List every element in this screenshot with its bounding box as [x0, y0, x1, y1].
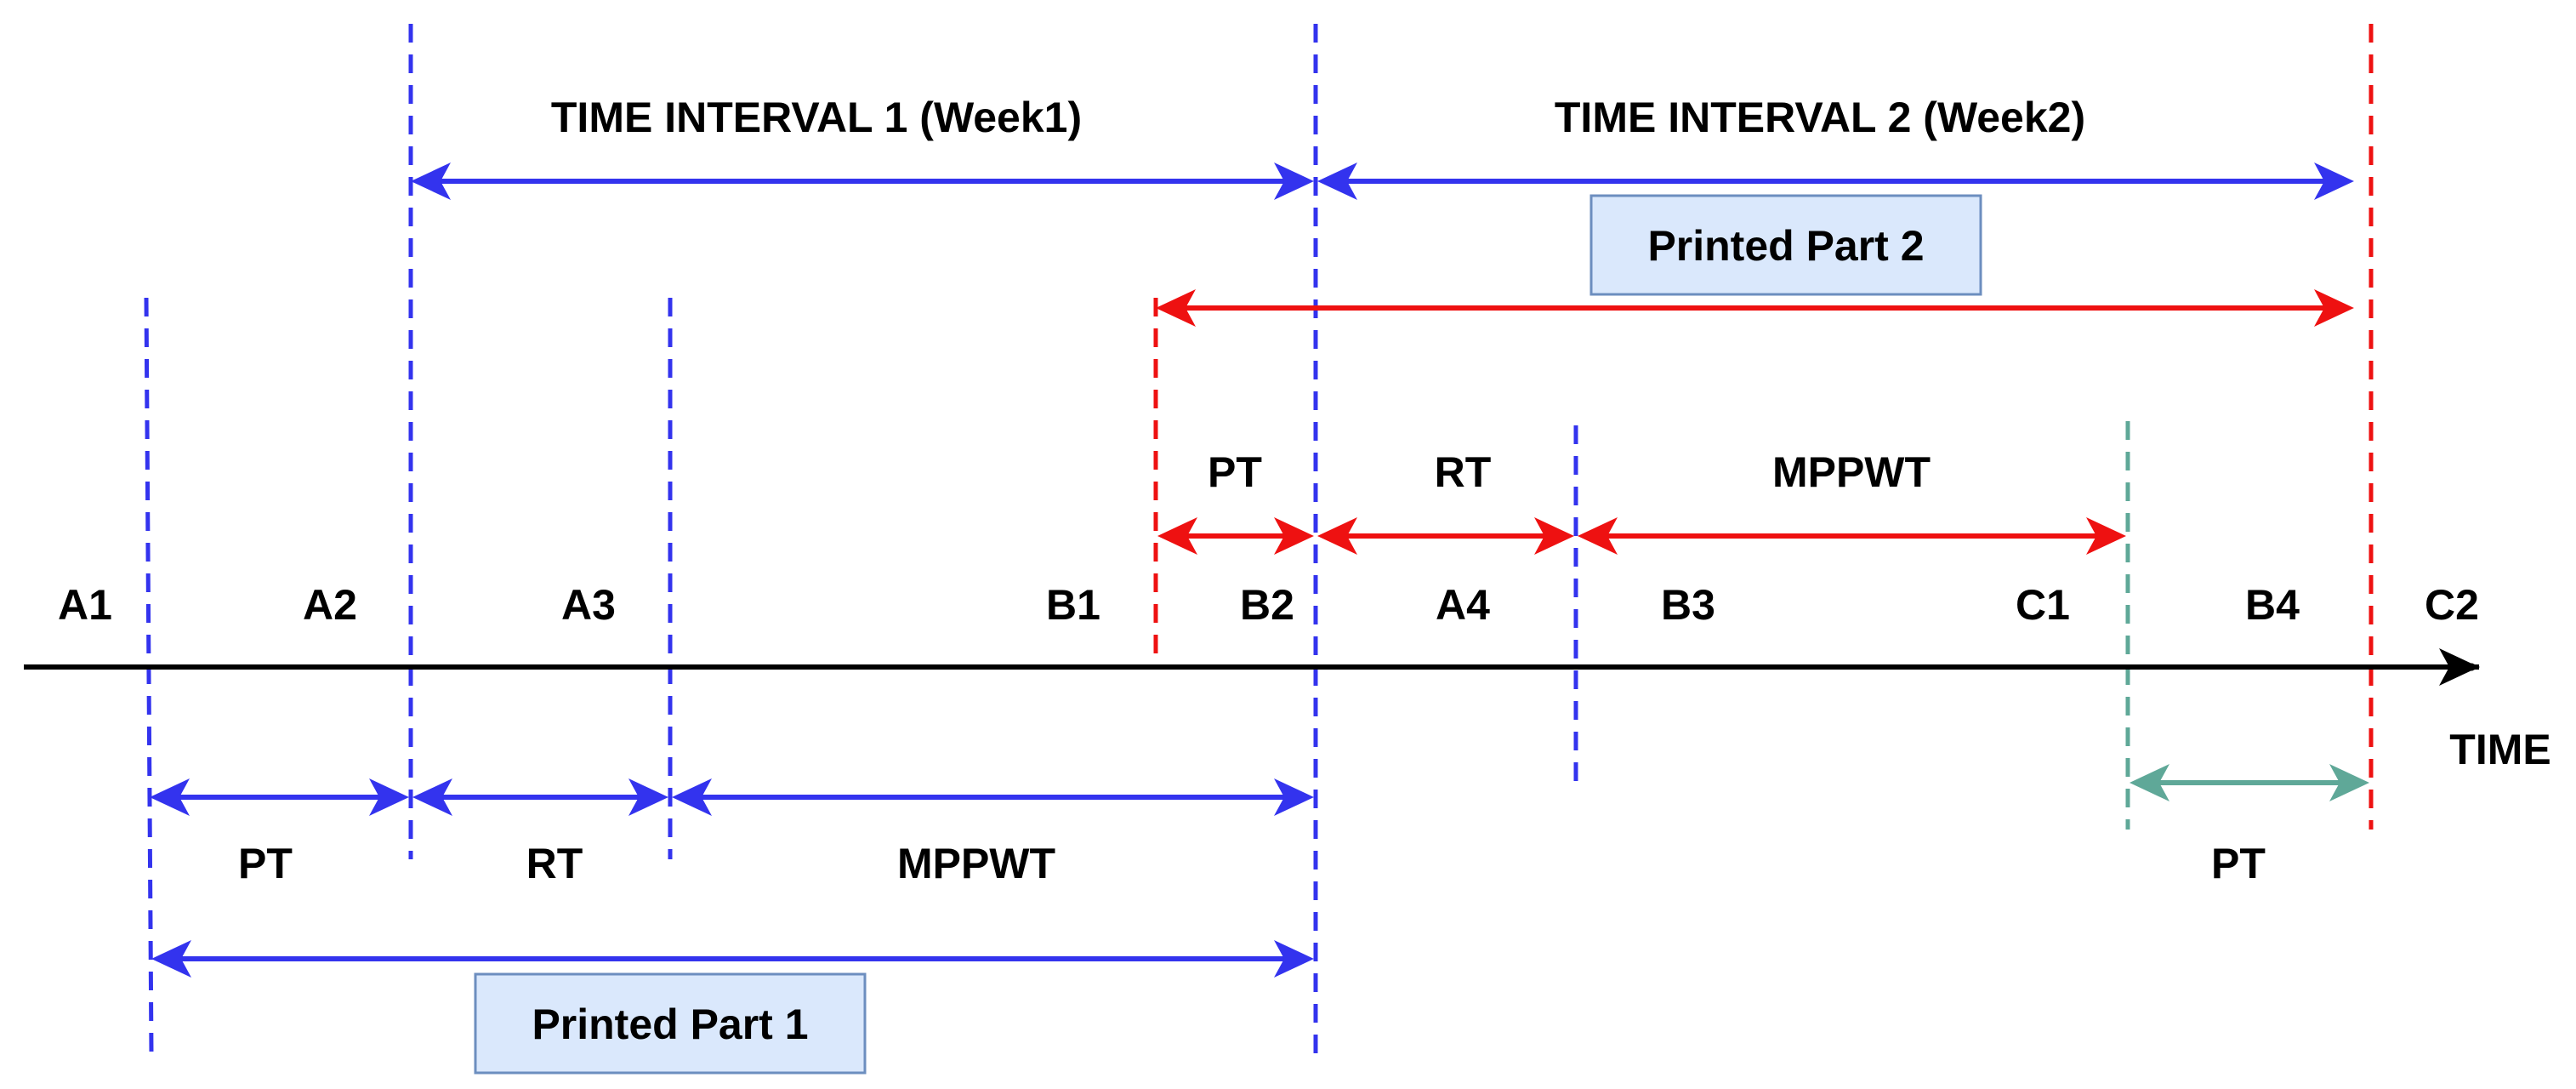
guide-a1	[144, 297, 154, 1056]
event-label: B2	[1240, 581, 1294, 629]
part3-pt-label: PT	[2211, 840, 2266, 887]
event-label: B3	[1661, 581, 1715, 629]
arrowhead-right-icon	[1274, 940, 1314, 978]
interval-2-title: TIME INTERVAL 2 (Week2)	[1555, 94, 2085, 141]
event-label: A2	[303, 581, 357, 629]
event-label: C2	[2425, 581, 2479, 629]
arrowhead-right-icon	[628, 778, 668, 816]
arrowhead-right-icon	[1274, 517, 1314, 555]
event-labels: A1 A2 A3 B1 B2 A4 B3 C1 B4 C2	[58, 581, 2479, 629]
arrowhead-right-icon	[1274, 162, 1314, 200]
event-label: A4	[1436, 581, 1490, 629]
part2-mppwt-label: MPPWT	[1772, 448, 1931, 496]
arrowhead-left-icon	[151, 940, 191, 978]
part2-arrowheads	[1157, 517, 2126, 555]
part2-pt-label: PT	[1208, 448, 1262, 496]
arrowhead-right-icon	[2314, 289, 2354, 327]
dashed-guides	[144, 24, 2374, 1056]
arrowhead-left-icon	[150, 778, 190, 816]
arrowhead-left-icon	[1317, 517, 1357, 555]
arrowhead-left-icon	[1317, 162, 1357, 200]
arrowhead-left-icon	[2130, 764, 2169, 801]
time-axis-label: TIME	[2449, 726, 2550, 773]
event-label: B4	[2245, 581, 2300, 629]
arrowhead-right-icon	[1534, 517, 1574, 555]
arrowhead-left-icon	[411, 162, 451, 200]
arrowhead-left-icon	[1578, 517, 1618, 555]
printed-part-2-label: Printed Part 2	[1647, 222, 1924, 270]
part1-arrowheads	[150, 778, 1314, 816]
arrowhead-right-icon	[1274, 778, 1314, 816]
arrowhead-left-icon	[412, 778, 452, 816]
event-label: A1	[58, 581, 112, 629]
arrowhead-left-icon	[672, 778, 712, 816]
arrowhead-left-icon	[1156, 289, 1196, 327]
interval-1-title: TIME INTERVAL 1 (Week1)	[551, 94, 1082, 141]
arrowhead-left-icon	[1157, 517, 1197, 555]
arrowhead-right-icon	[2329, 764, 2369, 801]
part2-rt-label: RT	[1435, 448, 1492, 496]
arrowhead-right-icon	[369, 778, 409, 816]
part1-rt-label: RT	[526, 840, 583, 887]
printed-part-2-box	[1589, 194, 1982, 296]
event-label: B1	[1046, 581, 1100, 629]
event-label: C1	[2016, 581, 2070, 629]
arrowhead-right-icon	[2086, 517, 2126, 555]
part1-mppwt-label: MPPWT	[897, 840, 1055, 887]
time-axis-arrowhead	[2439, 648, 2479, 686]
printed-part-1-box	[474, 972, 867, 1075]
arrowhead-right-icon	[2314, 162, 2354, 200]
printed-part-1-label: Printed Part 1	[532, 1001, 808, 1048]
part1-pt-label: PT	[238, 840, 293, 887]
interval-arrowheads	[411, 162, 2354, 200]
event-label: A3	[561, 581, 616, 629]
